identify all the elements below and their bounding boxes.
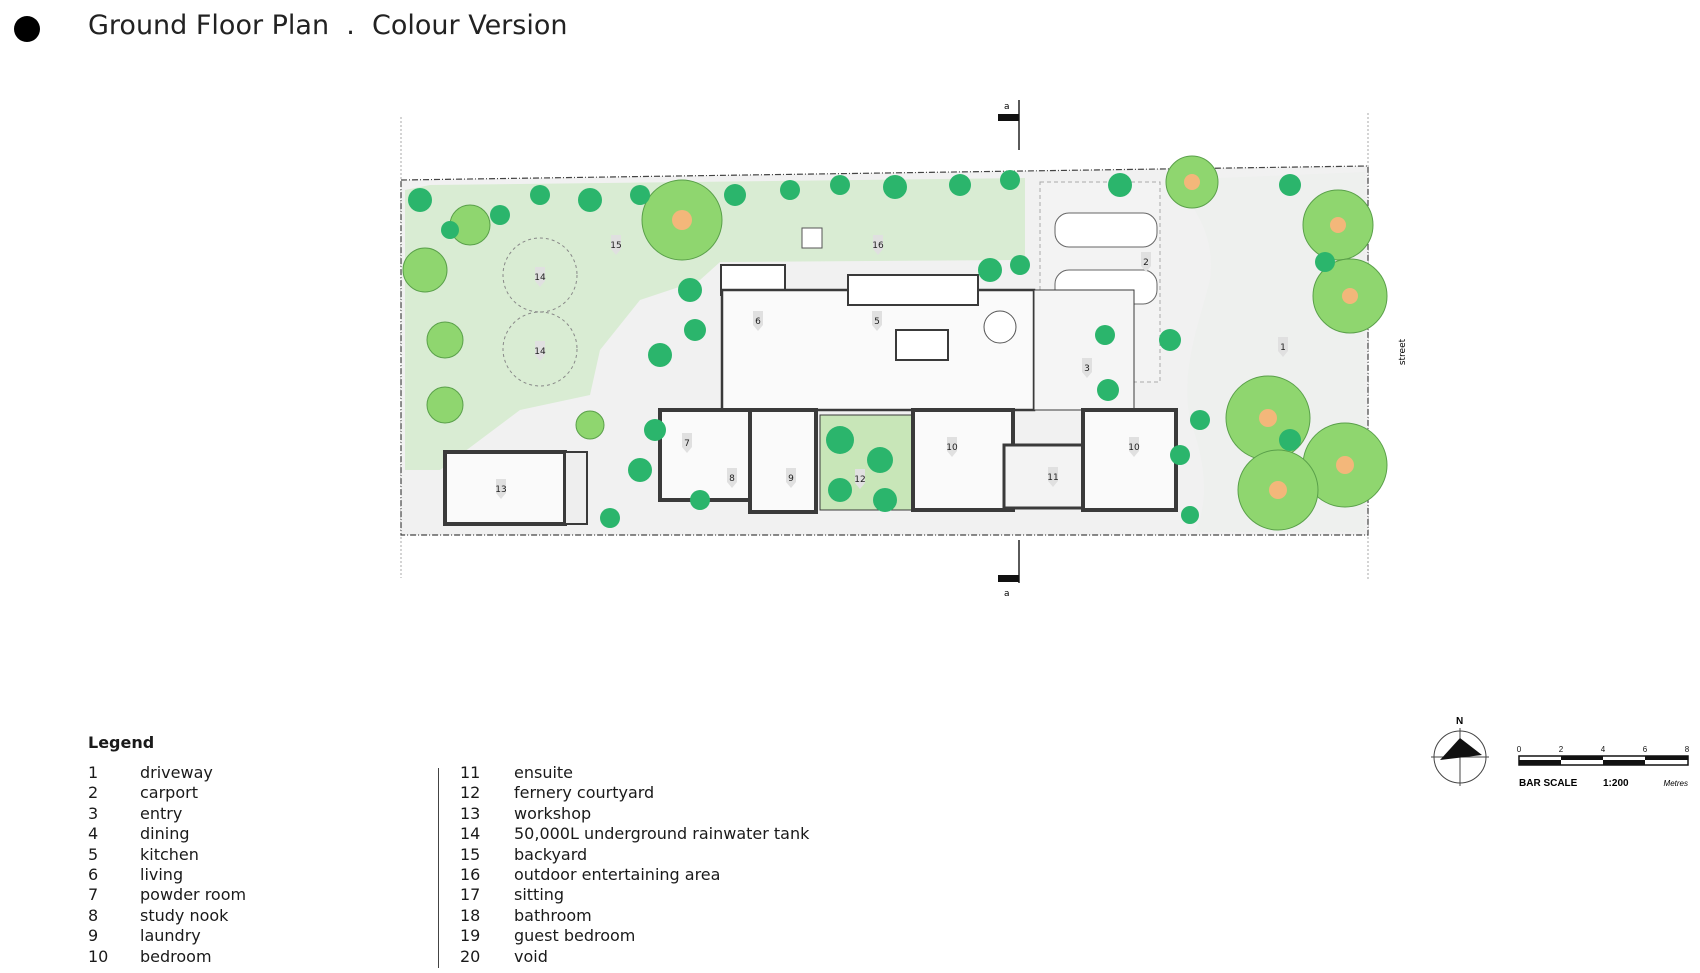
dining-table: [983, 310, 1017, 344]
svg-text:9: 9: [788, 474, 794, 484]
room-tag: 5: [872, 311, 882, 331]
svg-text:5: 5: [874, 317, 880, 327]
room-tag: 9: [786, 468, 796, 488]
svg-text:1: 1: [1280, 343, 1286, 353]
section-marker-top: a: [998, 100, 1020, 150]
room-tag: 12: [854, 469, 866, 489]
section-label-bottom: a: [1004, 589, 1010, 599]
room-tag: 8: [727, 468, 737, 488]
svg-text:8: 8: [729, 474, 735, 484]
room-tag: 6: [753, 311, 763, 331]
svg-text:13: 13: [495, 485, 506, 495]
scale-tick: 8: [1685, 745, 1690, 754]
fern-plants: [408, 170, 1335, 528]
scale-tick: 4: [1601, 745, 1606, 754]
scale-label: BAR SCALE: [1519, 778, 1578, 789]
scale-unit: Metres: [1664, 779, 1688, 788]
room-tag: 15: [610, 235, 622, 255]
room-tag: 14: [534, 341, 546, 361]
room-tag: 2: [1141, 252, 1151, 272]
house-walls: [443, 264, 1178, 526]
room-tag: 14: [534, 267, 546, 287]
scale-tick: 6: [1643, 745, 1648, 754]
scale-tick: 0: [1517, 745, 1522, 754]
room-tag: 10: [1128, 437, 1140, 457]
room-tag: 13: [495, 479, 507, 499]
outdoor-table: [801, 227, 823, 249]
svg-text:2: 2: [1143, 258, 1149, 268]
svg-text:7: 7: [684, 439, 690, 449]
legend-divider: [438, 768, 439, 968]
north-arrow-icon: N: [1431, 716, 1489, 786]
room-tag: 1: [1278, 337, 1288, 357]
title-bullet: [14, 16, 40, 42]
svg-text:15: 15: [610, 241, 621, 251]
backyard-lawn: [405, 178, 1025, 470]
rainwater-tank: [502, 311, 578, 387]
section-marker-bottom: a: [998, 540, 1020, 599]
svg-text:14: 14: [534, 347, 546, 357]
svg-text:10: 10: [1128, 443, 1140, 453]
svg-text:10: 10: [946, 443, 958, 453]
page-title: Ground Floor Plan . Colour Version: [88, 10, 568, 41]
room-tag: 7: [682, 433, 692, 453]
room-tag: 10: [946, 437, 958, 457]
scale-tick: 2: [1559, 745, 1564, 754]
room-tags: 1 2 3 4 5 6 7 8 9 10 10 11 12 13 14 14 1…: [495, 235, 1288, 499]
room-tag: 16: [872, 235, 884, 255]
room-tag: 11: [1047, 467, 1059, 487]
street-label: street: [1398, 338, 1408, 365]
svg-text:16: 16: [872, 241, 884, 251]
scale-ratio: 1:200: [1603, 778, 1629, 789]
svg-text:11: 11: [1047, 473, 1058, 483]
svg-text:3: 3: [1084, 364, 1090, 374]
bar-scale: 0 2 4 6 8 BAR SCALE 1:200 Metres: [1517, 745, 1690, 789]
north-label: N: [1456, 716, 1463, 727]
svg-text:6: 6: [755, 317, 761, 327]
section-label-top: a: [1004, 102, 1010, 112]
room-tag: 3: [1082, 358, 1092, 378]
rainwater-tank: [502, 237, 578, 313]
legend-heading: Legend: [88, 733, 155, 752]
svg-text:14: 14: [534, 273, 546, 283]
svg-text:12: 12: [854, 475, 865, 485]
